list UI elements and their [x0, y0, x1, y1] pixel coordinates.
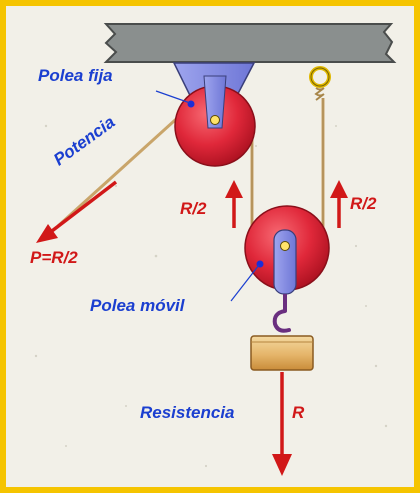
- arrow-resistance: [272, 372, 292, 476]
- movable-pulley-axle: [280, 241, 290, 251]
- movable-pulley-bracket: [273, 229, 297, 295]
- label-right-force: R/2: [350, 194, 377, 213]
- label-left-force: R/2: [180, 199, 207, 218]
- arrow-left-force: [225, 180, 243, 228]
- pulley-diagram: [34, 23, 397, 476]
- label-movable-pulley: Polea móvil: [90, 296, 185, 315]
- label-resistance-symbol: R: [292, 403, 305, 422]
- leader-movable-pulley: [230, 264, 260, 302]
- arrow-power: [36, 180, 118, 243]
- weight-block: [250, 335, 314, 371]
- leader-fixed-pulley: [155, 90, 191, 104]
- rope-knot: [314, 87, 325, 101]
- label-resistance: Resistencia: [140, 403, 235, 422]
- arrow-right-force: [330, 180, 348, 228]
- background-speckles: [34, 124, 388, 468]
- fixed-pulley-axle: [210, 115, 220, 125]
- fixed-pulley-bracket: [203, 75, 227, 129]
- label-power-equation: P=R/2: [30, 248, 78, 267]
- fixed-pulley-marker-dot: [187, 100, 195, 108]
- hook-icon: [272, 309, 291, 333]
- label-fixed-pulley: Polea fija: [38, 66, 113, 85]
- ceiling-beam: [103, 23, 397, 63]
- rope-power: [56, 110, 186, 228]
- ceiling-eye-hook-inner: [310, 67, 330, 87]
